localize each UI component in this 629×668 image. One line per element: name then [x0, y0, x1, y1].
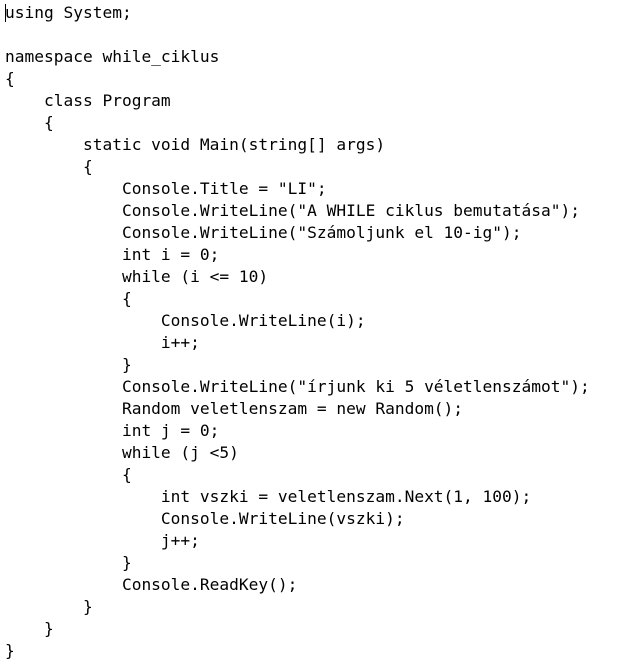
code-line: { [5, 157, 93, 176]
code-line: class Program [5, 91, 171, 110]
code-line: } [5, 619, 54, 638]
code-line: } [5, 553, 132, 572]
code-line: Console.WriteLine("Számoljunk el 10-ig")… [5, 223, 522, 242]
code-line: Console.Title = "LI"; [5, 179, 327, 198]
code-line: int vszki = veletlenszam.Next(1, 100); [5, 487, 532, 506]
code-line: } [5, 597, 93, 616]
code-line: i++; [5, 333, 200, 352]
code-line: { [5, 113, 54, 132]
code-line: using System; [5, 3, 132, 22]
code-line: Console.WriteLine("írjunk ki 5 véletlens… [5, 377, 590, 396]
code-line: while (i <= 10) [5, 267, 269, 286]
code-line: int j = 0; [5, 421, 220, 440]
code-line: Console.WriteLine(i); [5, 311, 366, 330]
code-line: Console.WriteLine("A WHILE ciklus bemuta… [5, 201, 580, 220]
code-line [5, 24, 625, 46]
code-line: Console.WriteLine(vszki); [5, 509, 405, 528]
code-text-area[interactable]: using System; namespace while_ciklus { c… [5, 2, 625, 662]
code-line: } [5, 641, 15, 660]
code-line: static void Main(string[] args) [5, 135, 386, 154]
text-caret [5, 4, 6, 22]
code-line: { [5, 289, 132, 308]
code-line: namespace while_ciklus [5, 47, 220, 66]
code-line: while (j <5) [5, 443, 239, 462]
code-line: } [5, 355, 132, 374]
code-line: { [5, 69, 15, 88]
code-line: j++; [5, 531, 200, 550]
code-line: Random veletlenszam = new Random(); [5, 399, 464, 418]
code-line: int i = 0; [5, 245, 220, 264]
code-line: Console.ReadKey(); [5, 575, 298, 594]
code-line: { [5, 465, 132, 484]
